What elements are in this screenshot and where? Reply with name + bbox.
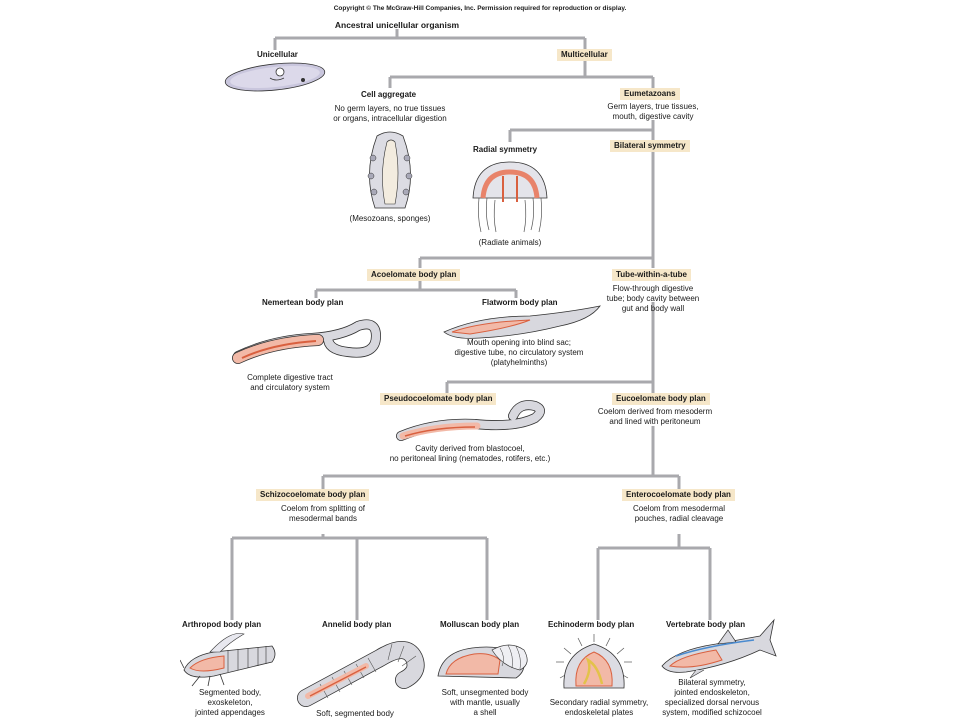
schizocoelomate-desc-line-2: mesodermal bands — [288, 514, 358, 523]
eumetazoans-label: Eumetazoans — [620, 88, 680, 100]
cell-aggregate-examples: (Mesozoans, sponges) — [349, 214, 431, 223]
schizocoelomate-desc-line-1: Coelom from splitting of — [280, 504, 366, 513]
vertebrate-desc-line-4: system, modified schizocoel — [662, 708, 762, 717]
molluscan-desc-line-1: Soft, unsegmented body — [441, 688, 529, 697]
bilateral-symmetry-label: Bilateral symmetry — [610, 140, 690, 152]
tube-within-a-tube-label: Tube-within-a-tube — [612, 269, 691, 281]
flatworm-desc-line-3: (platyhelminths) — [490, 358, 548, 367]
flatworm-desc-line-2: digestive tube, no circulatory system — [454, 348, 584, 357]
paramecium-illustration — [224, 62, 326, 92]
arthropod-desc-line-2: exoskeleton, — [207, 698, 253, 707]
mollusc-illustration — [437, 644, 528, 679]
cell-aggregate-desc-line-2: or organs, intracellular digestion — [333, 114, 447, 123]
eumetazoans-desc-line-2: mouth, digestive cavity — [612, 112, 694, 121]
arthropod-desc-line-1: Segmented body, — [198, 688, 262, 697]
arthropod-illustration — [180, 633, 276, 687]
vertebrate-title: Vertebrate body plan — [666, 620, 746, 629]
vertebrate-illustration — [661, 618, 777, 679]
arthropod-desc-line-3: jointed appendages — [195, 708, 265, 717]
pseudocoelomate-desc-line-2: no peritoneal lining (nematodes, rotifer… — [389, 454, 551, 463]
molluscan-desc-line-2: with mantle, usually — [450, 698, 520, 707]
enterocoelomate-label: Enterocoelomate body plan — [622, 489, 735, 501]
copyright-notice: Copyright © The McGraw-Hill Companies, I… — [333, 5, 627, 12]
tube-desc-line-3: gut and body wall — [621, 304, 685, 313]
multicellular-label: Multicellular — [557, 49, 612, 61]
vertebrate-desc-line-3: specialized dorsal nervous — [664, 698, 760, 707]
nematode-illustration — [396, 400, 545, 441]
vertebrate-desc-line-1: Bilateral symmetry, — [678, 678, 746, 687]
vertebrate-desc-line-2: jointed endoskeleton, — [674, 688, 750, 697]
eucoelomate-desc-line-2: and lined with peritoneum — [609, 417, 701, 426]
radial-symmetry-label: Radial symmetry — [473, 145, 538, 154]
echinoderm-desc-line-1: Secondary radial symmetry, — [549, 698, 649, 707]
unicellular-label: Unicellular — [257, 50, 298, 59]
eucoelomate-label: Eucoelomate body plan — [612, 393, 710, 405]
flatworm-illustration — [443, 305, 601, 339]
eucoelomate-desc-line-1: Coelom derived from mesoderm — [597, 407, 713, 416]
pseudocoelomate-desc-line-1: Cavity derived from blastocoel, — [415, 444, 525, 453]
cell-aggregate-desc-line-1: No germ layers, no true tissues — [334, 104, 446, 113]
nemertean-worm-illustration — [232, 319, 382, 364]
nemertean-title: Nemertean body plan — [262, 298, 344, 307]
echinoderm-desc-line-2: endoskeletal plates — [564, 708, 634, 717]
radial-examples: (Radiate animals) — [478, 238, 542, 247]
tube-desc-line-1: Flow-through digestive — [612, 284, 694, 293]
root-node-label: Ancestral unicellular organism — [334, 20, 460, 30]
annelid-desc-line-1: Soft, segmented body — [316, 709, 394, 718]
nemertean-desc-line-1: Complete digestive tract — [247, 373, 333, 382]
tube-desc-line-2: tube; body cavity between — [606, 294, 700, 303]
enterocoelomate-desc-line-2: pouches, radial cleavage — [634, 514, 724, 523]
echinoderm-title: Echinoderm body plan — [548, 620, 635, 629]
cell-aggregate-title: Cell aggregate — [361, 90, 417, 99]
eumetazoans-desc-line-1: Germ layers, true tissues, — [607, 102, 699, 111]
flatworm-desc-line-1: Mouth opening into blind sac; — [466, 338, 572, 347]
echinoderm-illustration — [556, 634, 632, 689]
enterocoelomate-desc-line-1: Coelom from mesodermal — [632, 504, 726, 513]
flatworm-title: Flatworm body plan — [482, 298, 558, 307]
pseudocoelomate-label: Pseudocoelomate body plan — [380, 393, 497, 405]
acoelomate-label: Acoelomate body plan — [367, 269, 461, 281]
nemertean-desc-line-2: and circulatory system — [250, 383, 330, 392]
arthropod-title: Arthropod body plan — [182, 620, 262, 629]
molluscan-desc-line-3: a shell — [473, 708, 497, 717]
molluscan-title: Molluscan body plan — [440, 620, 520, 629]
annelid-illustration — [297, 641, 425, 707]
schizocoelomate-label: Schizocoelomate body plan — [256, 489, 370, 501]
sponge-illustration — [367, 131, 413, 209]
jellyfish-illustration — [472, 161, 548, 233]
annelid-title: Annelid body plan — [322, 620, 392, 629]
